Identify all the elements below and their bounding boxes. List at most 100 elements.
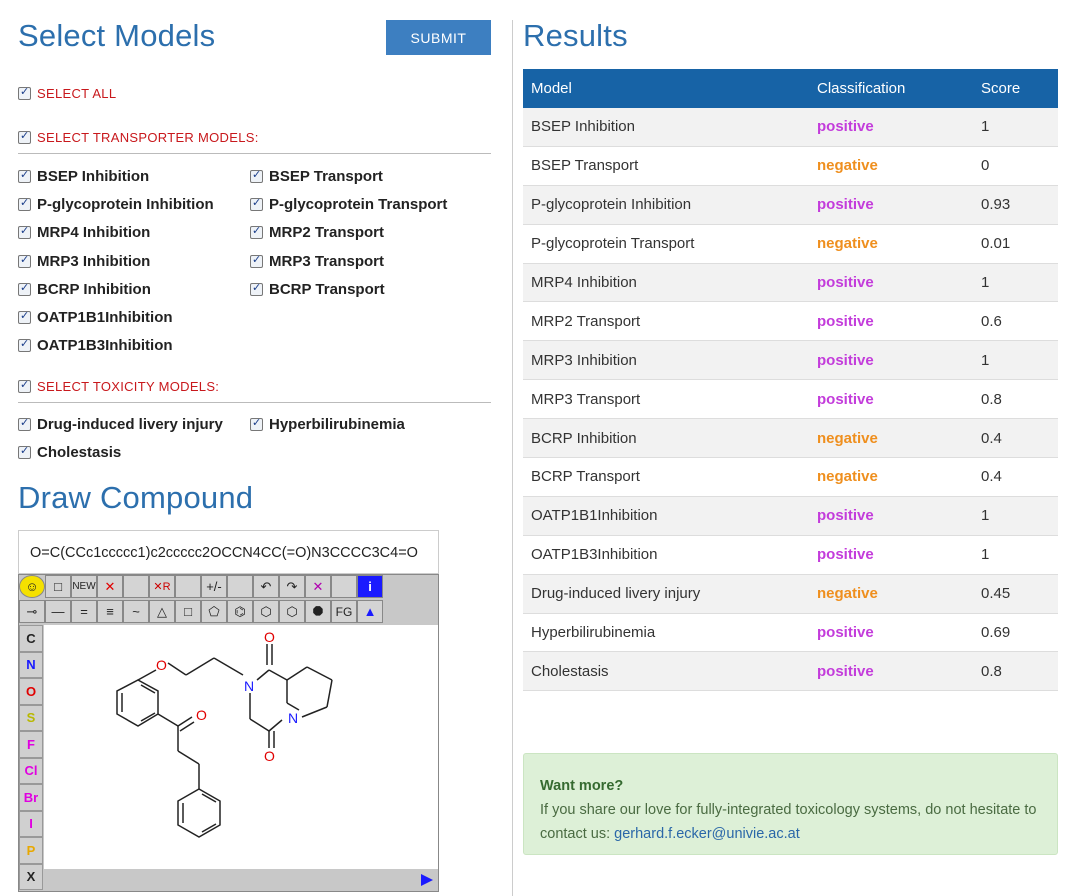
tb1-tool-12[interactable] — [331, 575, 357, 598]
model-option-oatp1b3inhibition[interactable]: OATP1B3Inhibition — [18, 337, 173, 354]
atom-button-i[interactable]: I — [19, 810, 43, 837]
model-option-bsep-transport[interactable]: BSEP Transport — [250, 168, 383, 185]
atom-button-p[interactable]: P — [19, 837, 43, 864]
tb1-tool-0[interactable]: ☺ — [19, 575, 45, 598]
model-checkbox[interactable] — [18, 337, 31, 353]
oxygen-label-bottom: O — [264, 748, 275, 764]
model-checkbox[interactable] — [18, 224, 31, 240]
model-option-bcrp-transport[interactable]: BCRP Transport — [250, 281, 385, 298]
tb2-tool-13[interactable]: ▲ — [357, 600, 383, 623]
model-option-p-glycoprotein-inhibition[interactable]: P-glycoprotein Inhibition — [18, 196, 214, 213]
tb2-tool-5[interactable]: △ — [149, 600, 175, 623]
select-toxicity-checkbox[interactable] — [18, 378, 31, 393]
model-checkbox[interactable] — [250, 253, 263, 268]
play-icon[interactable] — [420, 873, 434, 887]
tb1-tool-7[interactable]: +/- — [201, 575, 227, 598]
submit-button[interactable]: SUBMIT — [386, 20, 491, 55]
tb1-tool-13[interactable]: i — [357, 575, 383, 598]
tb1-tool-4[interactable] — [123, 575, 149, 598]
tb2-tool-1[interactable]: — — [45, 600, 71, 623]
smiles-input[interactable]: O=C(CCc1ccccc1)c2ccccc2OCCN4CC(=O)N3CCCC… — [18, 530, 439, 574]
model-option-bsep-inhibition[interactable]: BSEP Inhibition — [18, 168, 149, 185]
model-checkbox[interactable] — [18, 253, 31, 268]
model-checkbox[interactable] — [250, 168, 263, 183]
want-more-alert: Want more? If you share our love for ful… — [523, 753, 1058, 855]
model-option-label: Hyperbilirubinemia — [269, 416, 405, 433]
panel-divider — [512, 20, 513, 896]
tb1-tool-5[interactable]: ✕R — [149, 575, 175, 598]
cell-score: 0.01 — [981, 235, 1011, 253]
atom-button-x[interactable]: X — [19, 863, 43, 890]
select-all-checkbox[interactable] — [18, 85, 31, 100]
model-option-p-glycoprotein-transport[interactable]: P-glycoprotein Transport — [250, 196, 447, 213]
contact-email-link[interactable]: gerhard.f.ecker@univie.ac.at — [614, 826, 800, 842]
atom-button-br[interactable]: Br — [19, 784, 43, 811]
tb2-tool-6[interactable]: □ — [175, 600, 201, 623]
want-more-title: Want more? — [540, 778, 624, 794]
tb2-tool-9[interactable]: ⬡ — [253, 600, 279, 623]
tb1-tool-9[interactable]: ↶ — [253, 575, 279, 598]
select-toxicity-row[interactable]: SELECT TOXICITY MODELS: — [18, 378, 219, 394]
model-option-mrp3-transport[interactable]: MRP3 Transport — [250, 253, 384, 270]
model-option-label: P-glycoprotein Inhibition — [37, 196, 214, 214]
tb2-tool-12[interactable]: FG — [331, 600, 357, 623]
cell-model: BCRP Transport — [531, 468, 640, 486]
tb2-tool-2[interactable]: = — [71, 600, 97, 623]
select-transporter-row[interactable]: SELECT TRANSPORTER MODELS: — [18, 129, 259, 145]
model-checkbox[interactable] — [250, 224, 263, 240]
select-all-row[interactable]: SELECT ALL — [18, 85, 116, 101]
model-option-hyperbilirubinemia[interactable]: Hyperbilirubinemia — [250, 416, 405, 433]
model-option-label: P-glycoprotein Transport — [269, 196, 448, 214]
select-transporter-checkbox[interactable] — [18, 129, 31, 144]
tb1-tool-11[interactable]: ✕ — [305, 575, 331, 598]
draw-compound-title: Draw Compound — [18, 480, 254, 515]
atom-button-s[interactable]: S — [19, 704, 43, 731]
model-option-cholestasis[interactable]: Cholestasis — [18, 444, 121, 461]
cell-model: BSEP Inhibition — [531, 118, 635, 136]
tb2-tool-10[interactable]: ⬡ — [279, 600, 305, 623]
tb1-tool-8[interactable] — [227, 575, 253, 598]
model-option-label: MRP4 Inhibition — [37, 224, 151, 242]
tb2-tool-3[interactable]: ≡ — [97, 600, 123, 623]
atom-button-f[interactable]: F — [19, 731, 43, 758]
model-option-mrp2-transport[interactable]: MRP2 Transport — [250, 224, 384, 241]
cell-classification: positive — [817, 662, 874, 680]
model-option-mrp4-inhibition[interactable]: MRP4 Inhibition — [18, 224, 150, 241]
model-checkbox[interactable] — [250, 416, 263, 431]
model-checkbox[interactable] — [18, 281, 31, 296]
model-checkbox[interactable] — [18, 168, 31, 183]
model-checkbox[interactable] — [250, 196, 263, 212]
tb1-tool-1[interactable]: □ — [45, 575, 71, 598]
tb2-tool-11[interactable]: ⯃ — [305, 600, 331, 623]
tb2-tool-8[interactable]: ⌬ — [227, 600, 253, 623]
model-checkbox[interactable] — [250, 281, 263, 296]
model-option-bcrp-inhibition[interactable]: BCRP Inhibition — [18, 281, 151, 298]
tb1-tool-2[interactable]: NEW — [71, 575, 97, 598]
tb2-tool-7[interactable]: ⬠ — [201, 600, 227, 623]
tb1-tool-3[interactable]: ✕ — [97, 575, 123, 598]
cell-score: 0.8 — [981, 662, 1002, 680]
tb2-tool-4[interactable]: ~ — [123, 600, 149, 623]
cell-classification: positive — [817, 507, 874, 525]
atom-button-c[interactable]: C — [19, 625, 43, 652]
cell-score: 1 — [981, 507, 990, 525]
model-checkbox[interactable] — [18, 196, 31, 212]
model-option-drug-induced-livery-injury[interactable]: Drug-induced livery injury — [18, 416, 223, 433]
model-checkbox[interactable] — [18, 309, 31, 324]
cell-model: BSEP Transport — [531, 157, 639, 175]
model-option-mrp3-inhibition[interactable]: MRP3 Inhibition — [18, 253, 150, 270]
tb1-tool-10[interactable]: ↷ — [279, 575, 305, 598]
drawing-canvas[interactable]: O O N O N O — [44, 625, 438, 869]
tb2-tool-0[interactable]: ⊸ — [19, 600, 45, 623]
atom-button-cl[interactable]: Cl — [19, 757, 43, 784]
model-checkbox[interactable] — [18, 444, 31, 460]
atom-button-o[interactable]: O — [19, 678, 43, 705]
model-option-oatp1b1inhibition[interactable]: OATP1B1Inhibition — [18, 309, 173, 326]
model-checkbox[interactable] — [18, 416, 31, 431]
atom-button-n[interactable]: N — [19, 651, 43, 678]
tb1-tool-6[interactable] — [175, 575, 201, 598]
